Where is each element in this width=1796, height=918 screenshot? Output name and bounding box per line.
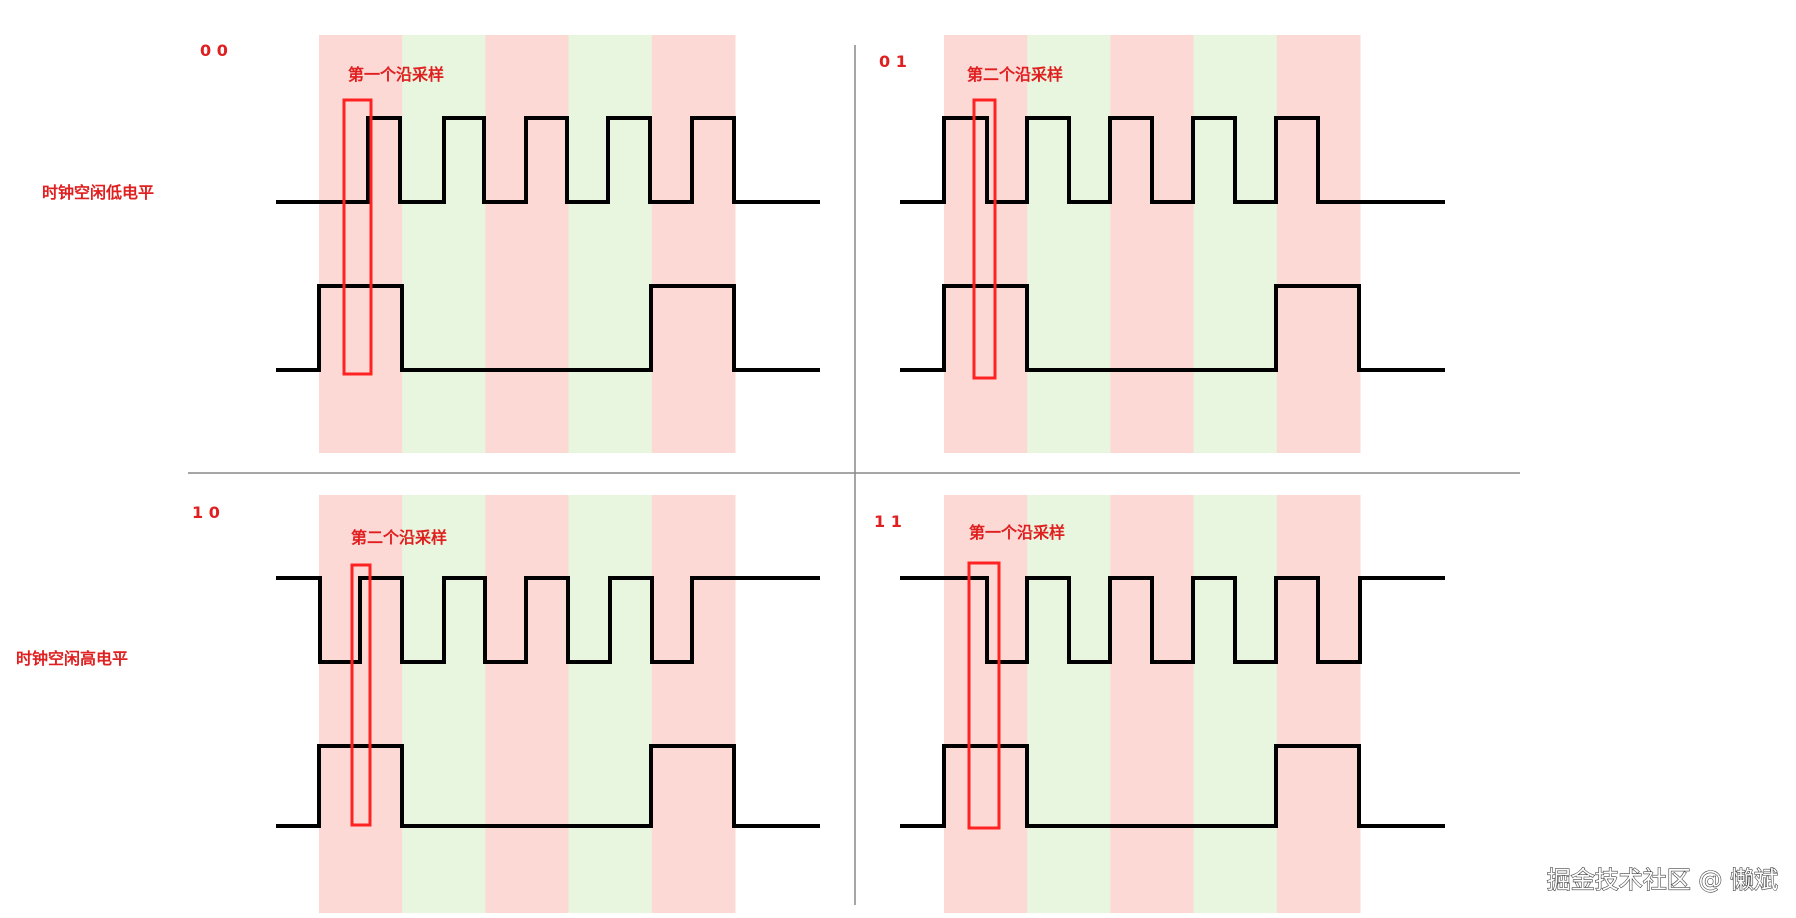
bit-band-01-5 (1276, 35, 1361, 453)
bit-band-00-3 (485, 35, 570, 453)
sample-edge-box-00 (342, 98, 373, 376)
bit-band-10-4 (568, 495, 653, 913)
note-panel-10: 第二个沿采样 (351, 528, 447, 547)
quadrant-dividers (188, 45, 1520, 905)
mode-label-11: 1 1 (874, 512, 902, 531)
signal-waveforms (276, 116, 1445, 828)
bit-band-00-1 (319, 35, 403, 453)
clock-waveform-01 (900, 116, 1445, 204)
watermark: 掘金技术社区 @ 懒斌 (1547, 866, 1778, 894)
sampling-notes: 第一个沿采样 第二个沿采样 第二个沿采样 第一个沿采样 (348, 65, 1065, 547)
clock-waveform-11 (900, 576, 1445, 664)
bit-band-10-5 (651, 495, 736, 913)
bit-band-00-4 (568, 35, 653, 453)
mode-label-00: 0 0 (200, 41, 228, 60)
bit-band-11-4 (1193, 495, 1278, 913)
note-panel-01: 第二个沿采样 (967, 65, 1063, 84)
mode-labels: 0 0 0 1 1 0 1 1 (192, 41, 907, 531)
bit-band-11-5 (1276, 495, 1361, 913)
note-panel-11: 第一个沿采样 (969, 523, 1065, 542)
row-label-idle-high: 时钟空闲高电平 (16, 649, 128, 668)
note-panel-00: 第一个沿采样 (348, 65, 444, 84)
sampling-highlights (342, 98, 1001, 830)
bit-band-11-3 (1110, 495, 1195, 913)
data-waveform-10 (276, 744, 820, 828)
sample-edge-box-01 (972, 98, 997, 380)
mode-label-01: 0 1 (879, 52, 907, 71)
clock-waveform-10 (276, 576, 820, 664)
bit-band-00-2 (402, 35, 486, 453)
sample-edge-box-11 (967, 561, 1001, 830)
row-label-idle-low: 时钟空闲低电平 (42, 183, 154, 202)
data-waveform-00 (276, 284, 820, 372)
bit-band-11-2 (1027, 495, 1111, 913)
data-waveform-11 (900, 744, 1445, 828)
data-waveform-01 (900, 284, 1445, 372)
bit-band-00-5 (651, 35, 736, 453)
bit-band-01-1 (944, 35, 1028, 453)
clock-waveform-00 (276, 116, 820, 204)
bit-band-11-1 (944, 495, 1028, 913)
bit-bands (319, 35, 1361, 913)
bit-band-10-2 (402, 495, 486, 913)
bit-band-10-1 (319, 495, 403, 913)
bit-band-01-2 (1027, 35, 1111, 453)
bit-band-01-4 (1193, 35, 1278, 453)
bit-band-10-3 (485, 495, 570, 913)
sample-edge-box-10 (350, 563, 372, 827)
bit-band-01-3 (1110, 35, 1195, 453)
mode-label-10: 1 0 (192, 503, 220, 522)
row-labels: 时钟空闲低电平 时钟空闲高电平 (16, 183, 154, 668)
